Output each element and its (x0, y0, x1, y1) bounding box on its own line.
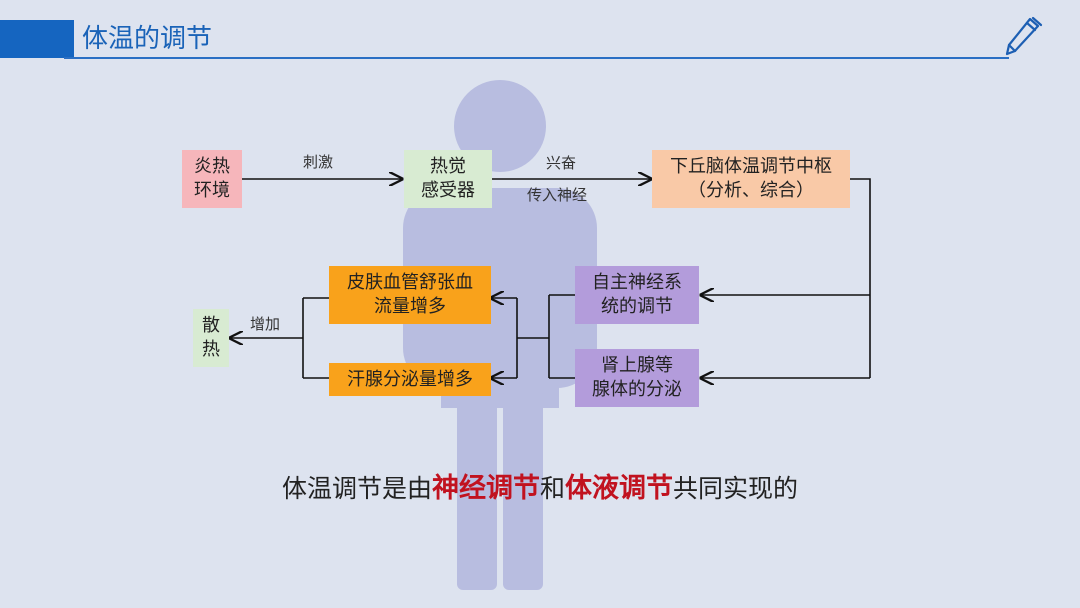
header-underline (64, 57, 1009, 59)
node-hot-environment: 炎热 环境 (182, 150, 242, 208)
line-hypothalamus-out (850, 178, 871, 378)
edge-label-excite: 兴奋 (546, 154, 577, 172)
pen-icon (1005, 16, 1043, 56)
conclusion-text: 体温调节是由神经调节和体液调节共同实现的 (0, 470, 1080, 508)
node-heat-receptor: 热觉 感受器 (404, 150, 492, 208)
conclusion-part1: 体温调节是由 (281, 474, 432, 503)
conclusion-part2: 和 (539, 474, 565, 503)
conclusion-part3: 共同实现的 (673, 474, 799, 503)
conclusion-highlight-humoral: 体液调节 (565, 473, 673, 504)
page-title: 体温的调节 (82, 24, 213, 54)
node-autonomic-nerve: 自主神经系 统的调节 (575, 266, 699, 324)
node-skin-blood-flow: 皮肤血管舒张血 流量增多 (329, 266, 491, 324)
conclusion-highlight-nerve: 神经调节 (431, 473, 540, 504)
edge-label-increase: 增加 (250, 315, 281, 333)
node-heat-dissipation: 散 热 (193, 309, 229, 367)
node-hypothalamus: 下丘脑体温调节中枢 （分析、综合） (652, 150, 850, 208)
node-sweat-secretion: 汗腺分泌量增多 (329, 363, 491, 396)
header-accent-bar (0, 20, 74, 58)
node-adrenal-secretion: 肾上腺等 腺体的分泌 (575, 349, 699, 407)
edge-label-afferent-nerve: 传入神经 (527, 186, 588, 204)
edge-label-stimulus: 刺激 (303, 153, 334, 171)
